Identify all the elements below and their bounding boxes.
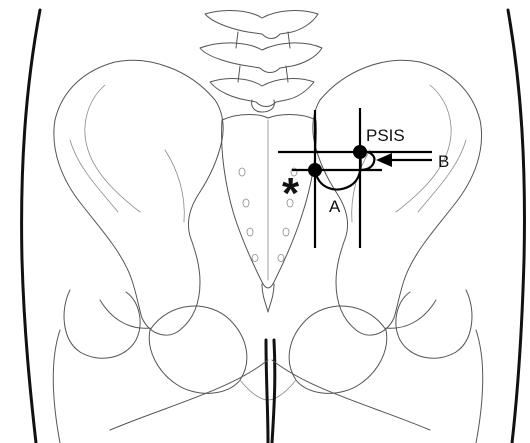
psis-label: PSIS (366, 126, 405, 145)
psis-point (353, 145, 367, 159)
label-a: A (329, 197, 341, 216)
lumbar-spine (200, 11, 322, 112)
asterisk-marker: * (282, 169, 300, 218)
sacrum (222, 115, 317, 313)
label-b: B (438, 152, 449, 171)
arrow-b (376, 153, 432, 167)
guide-lines (278, 108, 432, 248)
lower-landmark-point (308, 163, 322, 177)
gluteal-cleft (110, 340, 430, 443)
left-ilium (54, 60, 223, 335)
